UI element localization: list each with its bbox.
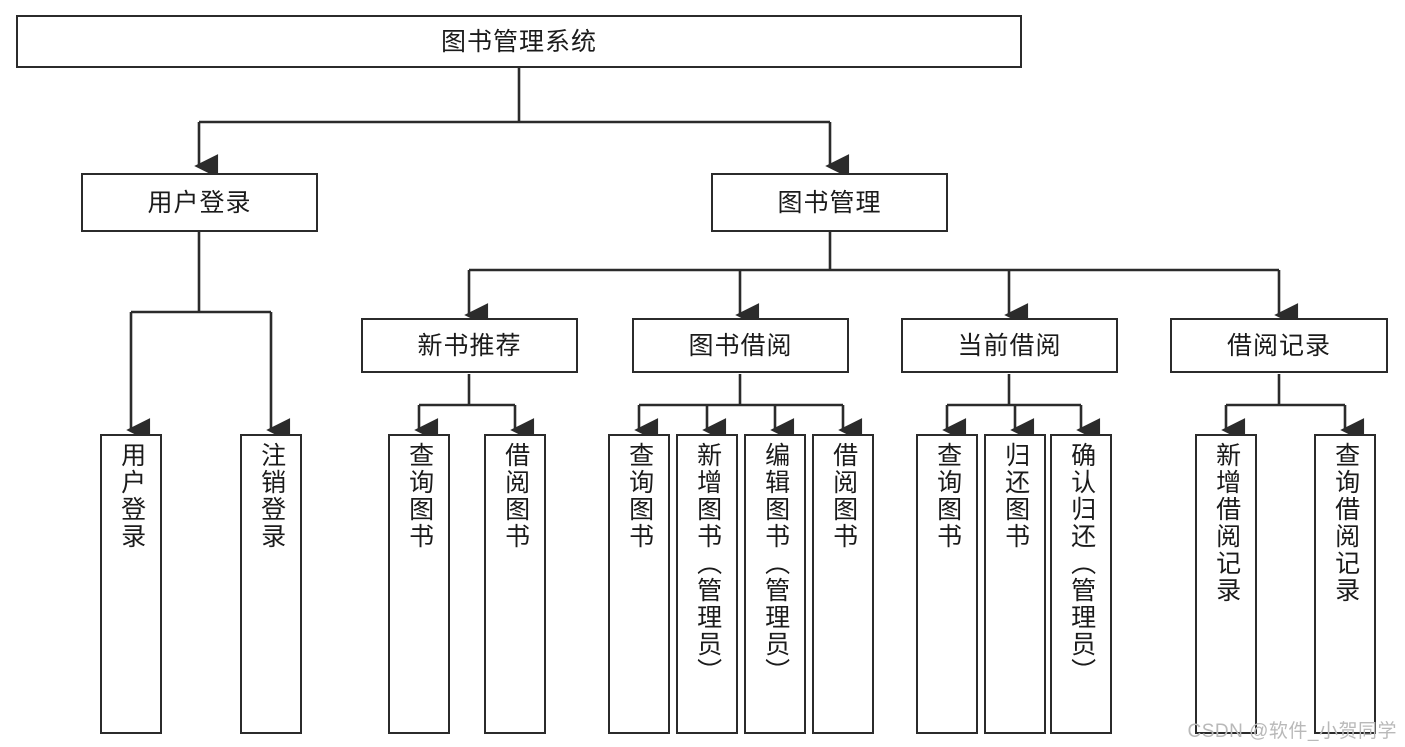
node-leaf-confirm-return[interactable]: 确认归还（管理员）: [1050, 434, 1112, 734]
node-leaf-borrow-book-2-label: 借阅图书: [829, 442, 858, 550]
node-root[interactable]: 图书管理系统: [16, 15, 1022, 68]
node-book-borrow-label: 图书借阅: [688, 331, 793, 360]
node-user-login[interactable]: 用户登录: [81, 173, 318, 232]
node-current-borrow-label: 当前借阅: [957, 331, 1062, 360]
node-borrow-record-label: 借阅记录: [1226, 331, 1331, 360]
node-leaf-add-book-label: 新增图书（管理员）: [693, 442, 722, 685]
node-leaf-add-record[interactable]: 新增借阅记录: [1195, 434, 1257, 734]
node-leaf-confirm-return-label: 确认归还（管理员）: [1067, 442, 1096, 685]
node-leaf-query-book-1-label: 查询图书: [405, 442, 434, 550]
node-leaf-logout[interactable]: 注销登录: [240, 434, 302, 734]
node-leaf-return-book[interactable]: 归还图书: [984, 434, 1046, 734]
node-new-book-recommend-label: 新书推荐: [417, 331, 522, 360]
node-leaf-query-book-1[interactable]: 查询图书: [388, 434, 450, 734]
node-leaf-query-book-3[interactable]: 查询图书: [916, 434, 978, 734]
node-leaf-user-login[interactable]: 用户登录: [100, 434, 162, 734]
node-leaf-user-login-label: 用户登录: [117, 442, 146, 550]
node-leaf-query-record-label: 查询借阅记录: [1331, 442, 1360, 604]
node-user-login-label: 用户登录: [147, 188, 252, 217]
node-leaf-add-record-label: 新增借阅记录: [1212, 442, 1241, 604]
node-book-management-label: 图书管理: [777, 188, 882, 217]
node-current-borrow[interactable]: 当前借阅: [901, 318, 1118, 373]
node-root-label: 图书管理系统: [440, 27, 597, 56]
node-leaf-edit-book[interactable]: 编辑图书（管理员）: [744, 434, 806, 734]
node-leaf-query-book-3-label: 查询图书: [933, 442, 962, 550]
node-new-book-recommend[interactable]: 新书推荐: [361, 318, 578, 373]
node-borrow-record[interactable]: 借阅记录: [1170, 318, 1388, 373]
node-leaf-borrow-book-2[interactable]: 借阅图书: [812, 434, 874, 734]
node-leaf-return-book-label: 归还图书: [1001, 442, 1030, 550]
node-leaf-edit-book-label: 编辑图书（管理员）: [761, 442, 790, 685]
node-leaf-borrow-book-1-label: 借阅图书: [501, 442, 530, 550]
node-leaf-query-book-2[interactable]: 查询图书: [608, 434, 670, 734]
node-leaf-query-record[interactable]: 查询借阅记录: [1314, 434, 1376, 734]
node-leaf-logout-label: 注销登录: [257, 442, 286, 550]
node-leaf-add-book[interactable]: 新增图书（管理员）: [676, 434, 738, 734]
node-leaf-query-book-2-label: 查询图书: [625, 442, 654, 550]
node-book-borrow[interactable]: 图书借阅: [632, 318, 849, 373]
node-leaf-borrow-book-1[interactable]: 借阅图书: [484, 434, 546, 734]
node-book-management[interactable]: 图书管理: [711, 173, 948, 232]
